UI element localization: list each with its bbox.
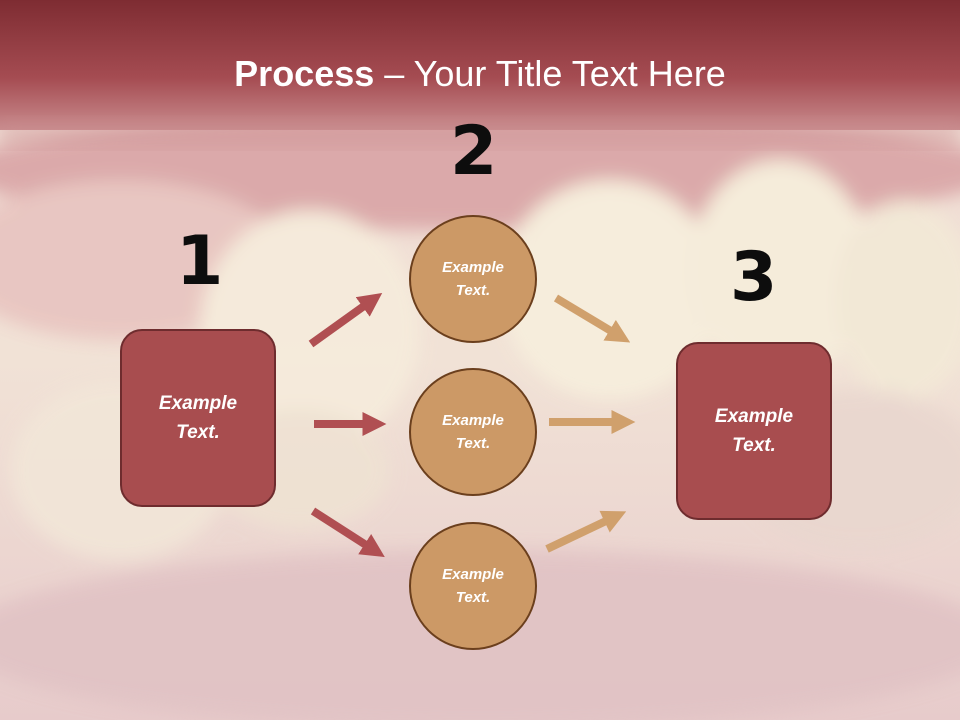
step-number-3: 3 bbox=[730, 238, 778, 317]
step-1-label: Example Text. bbox=[158, 393, 238, 443]
step-number-1: 1 bbox=[176, 222, 224, 301]
step-2-label-bottom: Example Text. bbox=[442, 566, 504, 606]
arrow-down-right-red bbox=[310, 507, 385, 558]
title-bold: Process bbox=[234, 53, 375, 94]
step-2-circle-middle: Example Text. bbox=[409, 368, 537, 496]
arrow-down-right-tan bbox=[553, 294, 631, 343]
arrow-up-right-red bbox=[308, 292, 383, 348]
step-2-circle-bottom: Example Text. bbox=[409, 522, 537, 650]
step-2-label-middle: Example Text. bbox=[442, 412, 504, 452]
step-3-box: Example Text. bbox=[676, 342, 832, 520]
arrow-up-right-tan bbox=[545, 510, 627, 553]
step-2-label-top: Example Text. bbox=[442, 259, 504, 299]
step-1-box: Example Text. bbox=[120, 329, 276, 507]
step-2-circle-top: Example Text. bbox=[409, 215, 537, 343]
step-3-label: Example Text. bbox=[714, 406, 794, 456]
step-number-2: 2 bbox=[450, 112, 498, 191]
slide-title: Process – Your Title Text Here bbox=[0, 52, 960, 96]
title-rest: – Your Title Text Here bbox=[374, 53, 726, 94]
